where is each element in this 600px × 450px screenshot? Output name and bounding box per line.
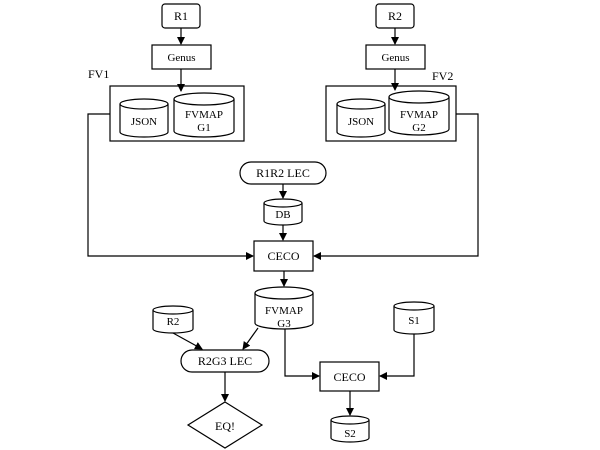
arrow-fv1-ceco — [87, 113, 254, 260]
svg-text:G2: G2 — [412, 122, 425, 134]
ceco-main-node: CECO — [253, 240, 314, 272]
fv1-group: FV1 JSON FVMAP G1 — [88, 67, 245, 142]
svg-text:DB: DB — [275, 209, 290, 221]
db-cylinder: DB — [263, 198, 303, 226]
arrow-r2-lec — [172, 332, 203, 350]
r2-bottom-cylinder: R2 — [152, 305, 194, 334]
r1r2-lec-node: R1R2 LEC — [239, 161, 327, 185]
connectors — [87, 28, 479, 416]
arrow-fv2-ceco — [313, 113, 479, 260]
svg-text:G1: G1 — [197, 122, 210, 134]
svg-text:FVMAP: FVMAP — [185, 109, 223, 121]
arrow-g3-ceco — [284, 329, 320, 380]
json-left-cylinder: JSON — [119, 98, 169, 138]
svg-text:CECO: CECO — [267, 249, 299, 263]
svg-text:CECO: CECO — [333, 370, 365, 384]
fvmap-g2-cylinder: FVMAP G2 — [388, 90, 450, 136]
svg-text:FVMAP: FVMAP — [265, 305, 303, 317]
r1-node: R1 — [161, 3, 201, 29]
s1-cylinder: S1 — [393, 301, 435, 335]
svg-text:S2: S2 — [344, 428, 356, 440]
svg-text:R2G3 LEC: R2G3 LEC — [198, 354, 252, 368]
svg-text:Genus: Genus — [381, 52, 409, 64]
eq-decision-node: EQ! — [186, 401, 264, 449]
svg-text:R2: R2 — [167, 316, 180, 328]
svg-text:R1: R1 — [174, 9, 188, 23]
svg-text:R1R2 LEC: R1R2 LEC — [256, 166, 310, 180]
svg-text:JSON: JSON — [348, 116, 374, 128]
svg-text:FVMAP: FVMAP — [400, 109, 438, 121]
svg-text:JSON: JSON — [131, 116, 157, 128]
arrow-s1-ceco — [379, 334, 415, 380]
fv1-label: FV1 — [88, 67, 109, 81]
fvmap-g3-cylinder: FVMAP G3 — [254, 286, 314, 330]
svg-text:R2: R2 — [388, 9, 402, 23]
arrow-g3-lec — [242, 327, 259, 350]
r2g3-lec-node: R2G3 LEC — [180, 349, 270, 373]
json-right-cylinder: JSON — [336, 98, 386, 138]
genus-left-node: Genus — [151, 44, 212, 70]
r2-top-node: R2 — [375, 3, 415, 29]
svg-text:S1: S1 — [408, 315, 420, 327]
svg-text:Genus: Genus — [167, 52, 195, 64]
fvmap-g1-cylinder: FVMAP G1 — [173, 92, 235, 138]
s2-cylinder: S2 — [330, 415, 370, 443]
svg-text:G3: G3 — [277, 318, 291, 330]
fv2-label: FV2 — [432, 69, 453, 83]
svg-text:EQ!: EQ! — [215, 419, 235, 433]
fv2-group: FV2 JSON FVMAP G2 — [325, 69, 457, 142]
genus-right-node: Genus — [365, 44, 426, 70]
ceco-bottom-node: CECO — [319, 361, 380, 392]
